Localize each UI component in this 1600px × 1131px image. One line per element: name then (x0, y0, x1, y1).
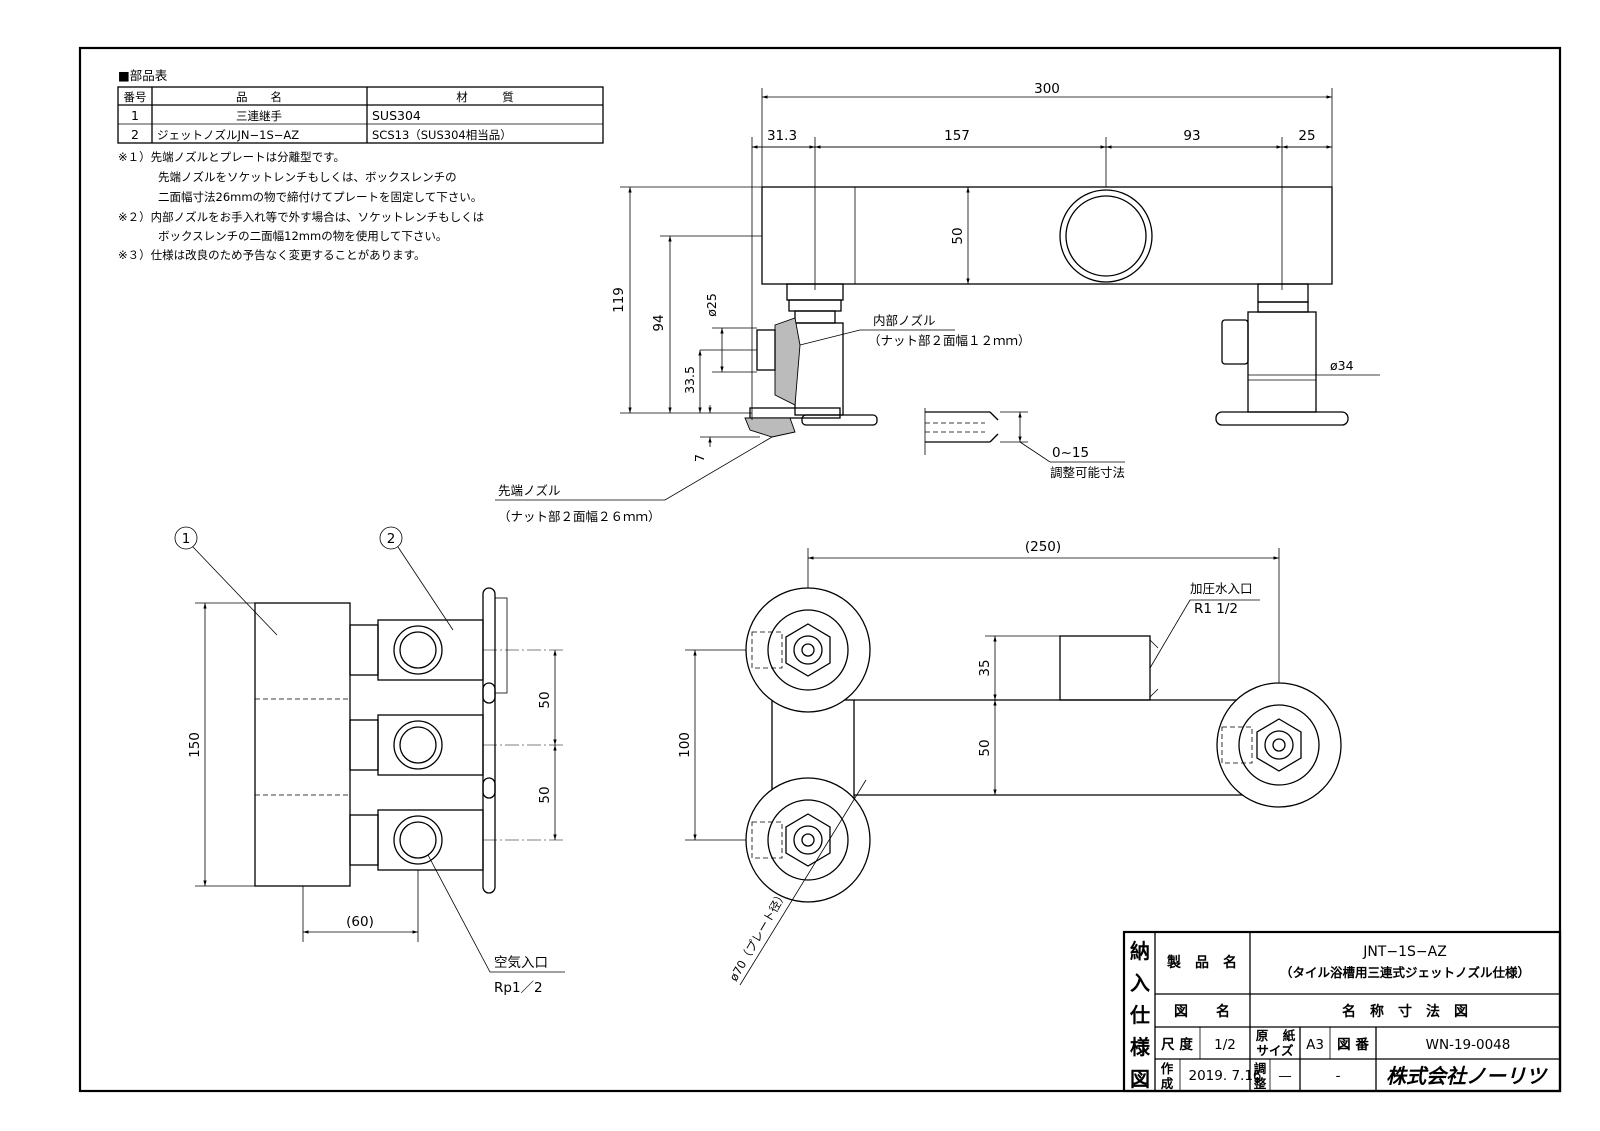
parts-header-material: 材 質 (456, 90, 514, 104)
dim-33-5: 33.5 (682, 366, 697, 394)
paper-label-3: サイズ (1256, 1043, 1294, 1058)
product-desc: （タイル浴槽用三連式ジェットノズル仕様） (1280, 965, 1530, 980)
note-1: ※１）先端ノズルとプレートは分離型です。 (118, 150, 345, 164)
scale-label: 尺 度 (1161, 1036, 1193, 1053)
label-pressure-inlet-size: R1 1/2 (1194, 601, 1238, 617)
revised-value: — (1278, 1068, 1292, 1084)
side-title-2: 入 (1130, 971, 1150, 995)
dim-300: 300 (1034, 81, 1060, 97)
dim-adjust-range: 0~15 (1052, 445, 1089, 461)
parts-row2-material: SCS13（SUS304相当品） (372, 128, 512, 142)
parts-row1-material: SUS304 (372, 108, 421, 123)
revised-label-1: 調 (1254, 1061, 1267, 1076)
revised-value-2: - (1336, 1068, 1341, 1084)
balloon-2 (379, 526, 403, 550)
front-view: 0~15 調整可能寸法 300 31.3 157 93 25 50 119 94… (495, 81, 1380, 524)
product-name: JNT−1S−AZ (1362, 944, 1447, 960)
label-tip-nozzle-nut: （ナット部２面幅２６ｍｍ） (498, 509, 661, 524)
label-inner-nozzle: 内部ノズル (873, 313, 936, 328)
side-title-1: 納 (1130, 939, 1150, 963)
side-title-3: 仕 (1129, 1003, 1150, 1027)
balloon-1-text: 1 (182, 531, 191, 547)
top-view: (250) 100 35 50 加圧水入口 R1 1/2 ø70（プレート径） (677, 539, 1342, 986)
balloon-2-text: 2 (387, 531, 396, 547)
paper-label-2: 紙 (1283, 1028, 1296, 1043)
dim-250: (250) (1025, 539, 1061, 555)
created-label-2: 成 (1161, 1076, 1174, 1091)
note-3: ※３）仕様は改良のため予告なく変更することがあります。 (118, 248, 425, 262)
dim-plate-dia: ø70（プレート径） (726, 888, 789, 983)
drawing-name-label: 図 名 (1174, 1003, 1230, 1020)
paper-size: A3 (1306, 1037, 1324, 1053)
parts-row2-no: 2 (131, 127, 139, 142)
paper-label-1: 原 (1256, 1028, 1269, 1043)
parts-table-caption: ■部品表 (118, 68, 168, 83)
dim-93: 93 (1183, 128, 1200, 144)
revised-label-2: 整 (1254, 1076, 1267, 1091)
dim-25: 25 (1298, 128, 1315, 144)
label-air-inlet-size: Rp1／2 (494, 980, 543, 996)
balloon-1 (174, 526, 198, 550)
scale-value: 1/2 (1214, 1037, 1236, 1053)
created-date: 2019. 7.16 (1189, 1068, 1262, 1084)
parts-table: ■部品表 番号 品 名 材 質 1 三連継手 SUS304 2 ジェットノズルJ… (117, 68, 604, 144)
side-title-5: 図 (1130, 1067, 1150, 1091)
dim-d34: ø34 (1330, 358, 1354, 373)
parts-row1-name: 三連継手 (236, 109, 282, 123)
created-label-1: 作 (1161, 1061, 1174, 1076)
dim-d25: ø25 (704, 293, 719, 317)
dim-150: 150 (187, 732, 203, 758)
label-inner-nozzle-nut: （ナット部２面幅１２ｍｍ） (868, 333, 1031, 348)
drawing-frame (78, 46, 1562, 1093)
note-1c: 二面幅寸法26mmの物で締付けてプレートを固定して下さい。 (158, 190, 482, 204)
dim-35: 35 (977, 659, 993, 676)
dim-119: 119 (611, 287, 627, 313)
dim-50-side-a: 50 (537, 691, 553, 708)
dim-100: 100 (677, 732, 693, 758)
parts-header-no: 番号 (124, 90, 147, 104)
dim-50-top: 50 (977, 739, 993, 756)
dim-50-side-b: 50 (537, 786, 553, 803)
notes: ※１）先端ノズルとプレートは分離型です。 先端ノズルをソケットレンチもしくは、ボ… (118, 150, 484, 262)
dim-94: 94 (651, 314, 667, 331)
product-name-label: 製 品 名 (1166, 954, 1237, 971)
note-2: ※２）内部ノズルをお手入れ等で外す場合は、ソケットレンチもしくは (118, 210, 484, 224)
company-logo: 株式会社ノーリツ (1386, 1064, 1549, 1088)
parts-row1-no: 1 (131, 108, 139, 123)
dim-60: (60) (346, 914, 374, 930)
parts-header-name: 品 名 (236, 90, 282, 104)
side-view: 150 50 50 (60) 1 2 空気入口 Rp1／2 (174, 526, 565, 996)
drawing-no-label: 図 番 (1337, 1036, 1369, 1053)
dim-7: 7 (692, 454, 707, 462)
side-title-4: 様 (1130, 1035, 1151, 1059)
drawing-name: 名 称 寸 法 図 (1342, 1003, 1468, 1020)
label-air-inlet: 空気入口 (494, 955, 548, 971)
label-tip-nozzle: 先端ノズル (498, 483, 561, 498)
dim-31-3: 31.3 (767, 128, 797, 144)
note-2b: ボックスレンチの二面幅12mmの物を使用して下さい。 (158, 229, 447, 243)
dim-50-front: 50 (950, 227, 966, 244)
dim-157: 157 (944, 128, 970, 144)
title-block: 納 入 仕 様 図 製 品 名 JNT−1S−AZ （タイル浴槽用三連式ジェット… (1122, 930, 1562, 1093)
label-pressure-inlet: 加圧水入口 (1190, 581, 1253, 596)
note-1b: 先端ノズルをソケットレンチもしくは、ボックスレンチの (158, 170, 457, 184)
parts-row2-name: ジェットノズルJN−1S−AZ (157, 128, 299, 142)
label-adjust: 調整可能寸法 (1050, 465, 1125, 480)
drawing-no: WN-19-0048 (1426, 1037, 1511, 1053)
